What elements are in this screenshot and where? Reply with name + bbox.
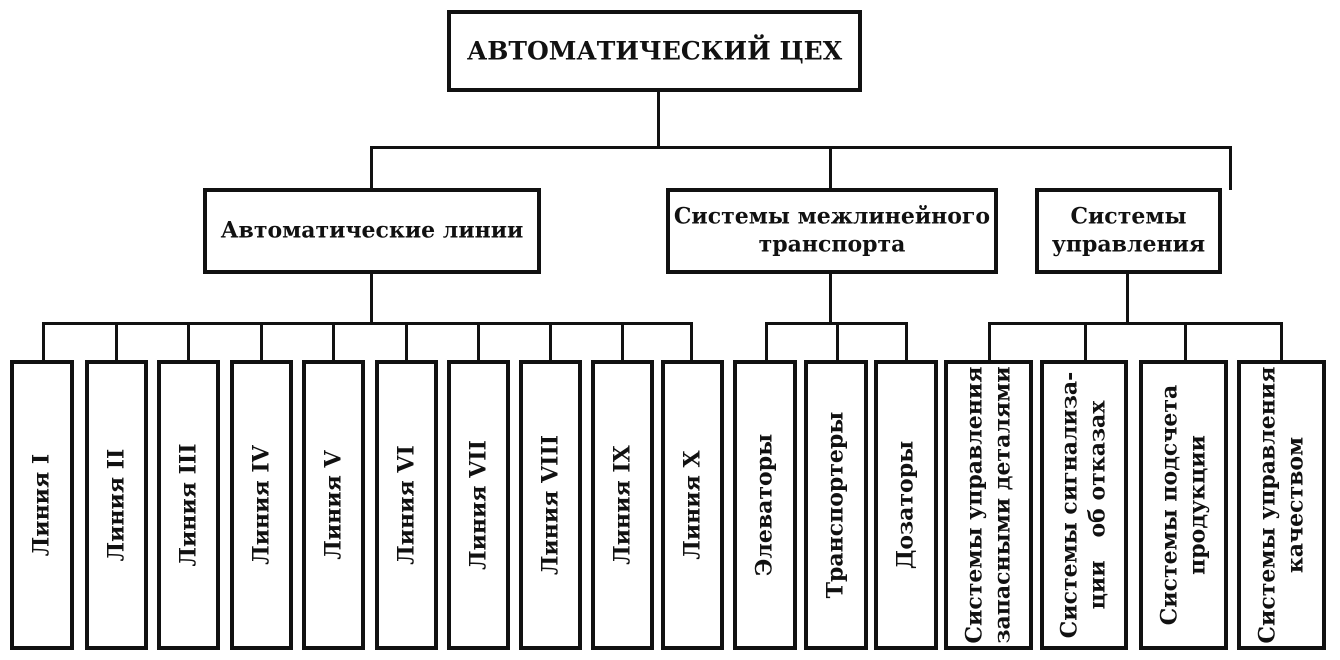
connector — [42, 322, 692, 325]
connector — [1184, 322, 1187, 362]
control-label: Системы подсчета продукции — [1156, 384, 1210, 626]
connector — [187, 322, 190, 362]
connector — [260, 322, 263, 362]
line-label: Линия III — [174, 443, 201, 567]
connector — [370, 272, 373, 324]
line-node: Линия I — [10, 360, 74, 650]
line-label: Линия VII — [464, 440, 491, 570]
control-label: Системы управления запасными деталями — [961, 366, 1015, 644]
connector — [988, 322, 1283, 325]
transport-node: Транспортеры — [804, 360, 868, 650]
line-node: Линия IV — [230, 360, 293, 650]
connector — [405, 322, 408, 362]
connector — [370, 146, 373, 190]
line-label: Линия IV — [247, 445, 274, 565]
connector — [988, 322, 991, 362]
line-label: Линия VI — [392, 445, 419, 565]
connector — [549, 322, 552, 362]
connector — [1126, 272, 1129, 324]
control-node: Системы управления запасными деталями — [944, 360, 1033, 650]
connector — [690, 322, 693, 362]
connector — [836, 322, 839, 362]
line-node: Линия VI — [375, 360, 438, 650]
transport-label: Элеваторы — [751, 433, 778, 577]
line-label: Линия I — [28, 453, 55, 557]
connector — [370, 146, 1232, 149]
group-automatic-lines: Автоматические линии — [203, 188, 541, 274]
group-label: Системы межлинейного транспорта — [673, 203, 991, 258]
connector — [42, 322, 45, 362]
group-label: Автоматические линии — [220, 217, 524, 244]
line-label: Линия X — [678, 450, 705, 560]
root-label: АВТОМАТИЧЕСКИЙ ЦЕХ — [466, 36, 843, 66]
control-node: Системы управления качеством — [1237, 360, 1326, 650]
group-label: Системы управления — [1051, 203, 1206, 258]
line-node: Линия X — [661, 360, 724, 650]
connector — [905, 322, 908, 362]
transport-label: Транспортеры — [822, 411, 849, 599]
line-node: Линия II — [85, 360, 148, 650]
connector — [115, 322, 118, 362]
root-node: АВТОМАТИЧЕСКИЙ ЦЕХ — [447, 10, 862, 92]
transport-node: Дозаторы — [874, 360, 938, 650]
connector — [657, 90, 660, 148]
line-label: Линия VIII — [536, 434, 563, 576]
connector — [1229, 146, 1232, 190]
line-label: Линия II — [102, 448, 129, 562]
group-transport-systems: Системы межлинейного транспорта — [666, 188, 998, 274]
connector — [621, 322, 624, 362]
connector — [765, 322, 768, 362]
line-node: Линия III — [157, 360, 220, 650]
line-node: Линия V — [302, 360, 365, 650]
transport-label: Дозаторы — [892, 440, 919, 570]
line-node: Линия IX — [591, 360, 654, 650]
line-label: Линия V — [319, 450, 346, 560]
control-label: Системы управления качеством — [1254, 366, 1308, 644]
control-node: Системы подсчета продукции — [1139, 360, 1228, 650]
transport-node: Элеваторы — [733, 360, 797, 650]
group-control-systems: Системы управления — [1035, 188, 1222, 274]
connector — [829, 272, 832, 324]
connector — [829, 146, 832, 190]
control-label: Системы сигнализа- ции об отказах — [1056, 371, 1111, 639]
line-node: Линия VII — [447, 360, 510, 650]
control-node: Системы сигнализа- ции об отказах — [1040, 360, 1128, 650]
connector — [477, 322, 480, 362]
connector — [1280, 322, 1283, 362]
connector — [332, 322, 335, 362]
connector — [1084, 322, 1087, 362]
line-label: Линия IX — [608, 445, 635, 565]
line-node: Линия VIII — [519, 360, 582, 650]
